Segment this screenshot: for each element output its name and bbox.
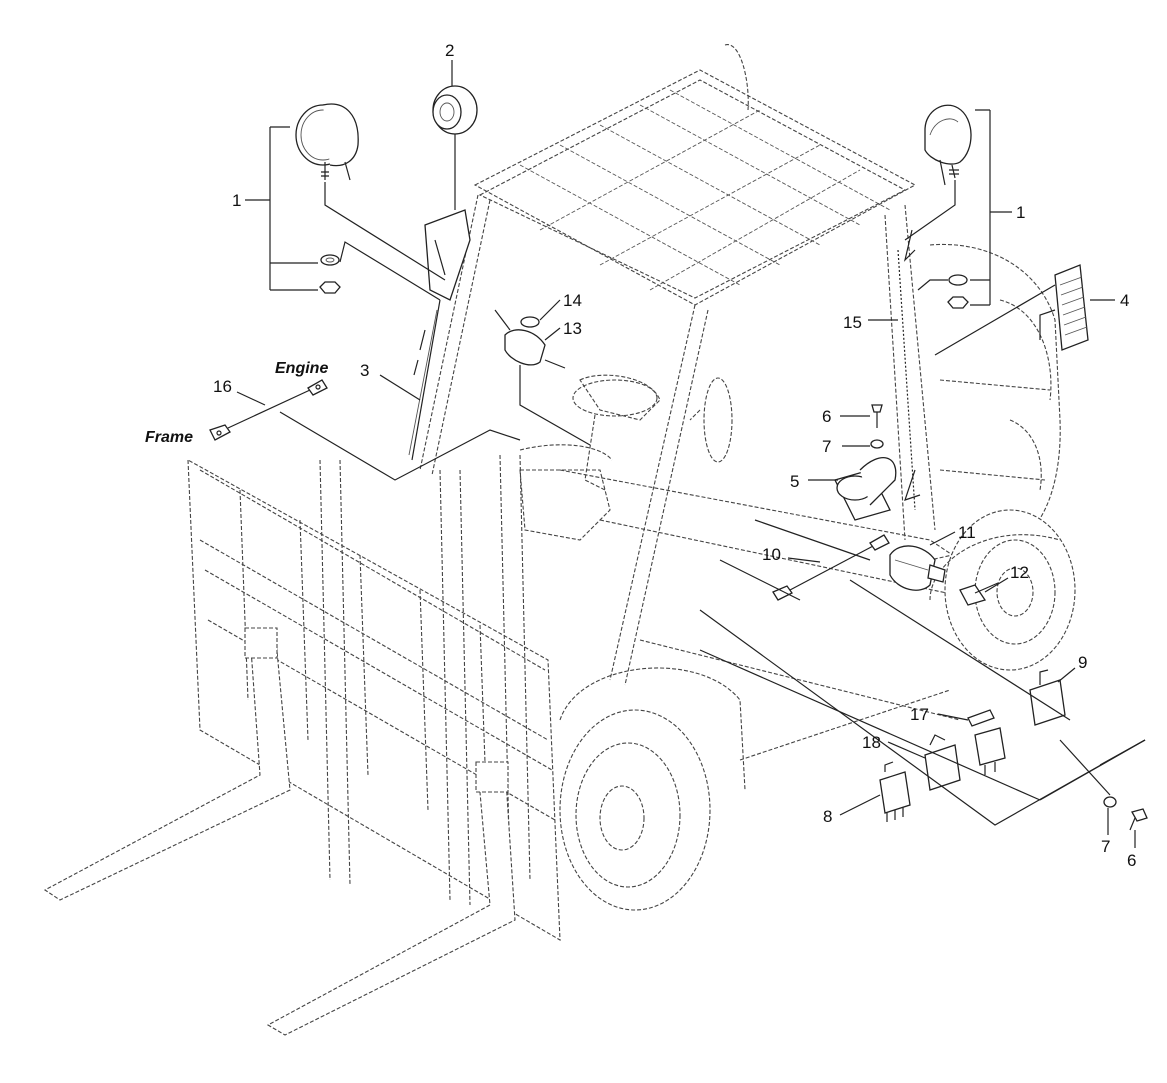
callout-1-left: 1 — [232, 191, 241, 210]
washer-top — [870, 439, 884, 449]
callout-7-top: 7 — [822, 437, 831, 456]
buzzer — [834, 457, 897, 521]
callout-numbers: 1 2 1 4 14 13 15 3 16 6 7 5 11 10 12 9 1… — [213, 41, 1136, 870]
callout-6-top: 6 — [822, 407, 831, 426]
rear-combination-lamp — [1039, 264, 1089, 351]
callout-1-right: 1 — [1016, 203, 1025, 222]
callout-13: 13 — [563, 319, 582, 338]
callout-2: 2 — [445, 41, 454, 60]
relay-9 — [1029, 669, 1066, 726]
callout-3: 3 — [360, 361, 369, 380]
flasher-17 — [967, 709, 1006, 775]
wiring-harness-rear — [897, 229, 921, 511]
relay-18 — [924, 734, 961, 791]
mast-and-forks — [43, 454, 561, 1036]
callout-4: 4 — [1120, 291, 1129, 310]
bolt-top — [871, 404, 883, 428]
beacon-lamp — [424, 85, 478, 301]
callout-18: 18 — [862, 733, 881, 752]
callout-8: 8 — [823, 807, 832, 826]
leader-lines — [236, 60, 1146, 848]
callout-11: 11 — [958, 523, 976, 542]
callout-14: 14 — [563, 291, 582, 310]
relay-8 — [879, 761, 911, 822]
callout-17: 17 — [910, 705, 929, 724]
callout-5: 5 — [790, 472, 799, 491]
work-lamp-left — [295, 103, 359, 294]
callout-7-bottom: 7 — [1101, 837, 1110, 856]
washer-bottom — [1103, 796, 1117, 808]
work-lamp-right — [924, 104, 972, 309]
key-switch — [889, 545, 946, 591]
callout-9: 9 — [1078, 653, 1087, 672]
ignition-key — [959, 582, 999, 606]
forklift-body-outline — [519, 243, 1076, 911]
label-engine: Engine — [275, 360, 328, 377]
battery-cable — [772, 534, 890, 601]
switch-assembly — [494, 309, 566, 369]
callout-6-bottom: 6 — [1127, 851, 1136, 870]
bolt-bottom — [1129, 808, 1148, 831]
callout-12: 12 — [1010, 563, 1029, 582]
callout-10: 10 — [762, 545, 781, 564]
wiring-harness-front — [408, 299, 441, 461]
overhead-guard — [419, 44, 936, 686]
label-frame: Frame — [145, 429, 193, 446]
callout-16: 16 — [213, 377, 232, 396]
ground-cable — [209, 379, 328, 441]
callout-15: 15 — [843, 313, 862, 332]
annotation-labels: Engine Frame — [145, 360, 328, 446]
